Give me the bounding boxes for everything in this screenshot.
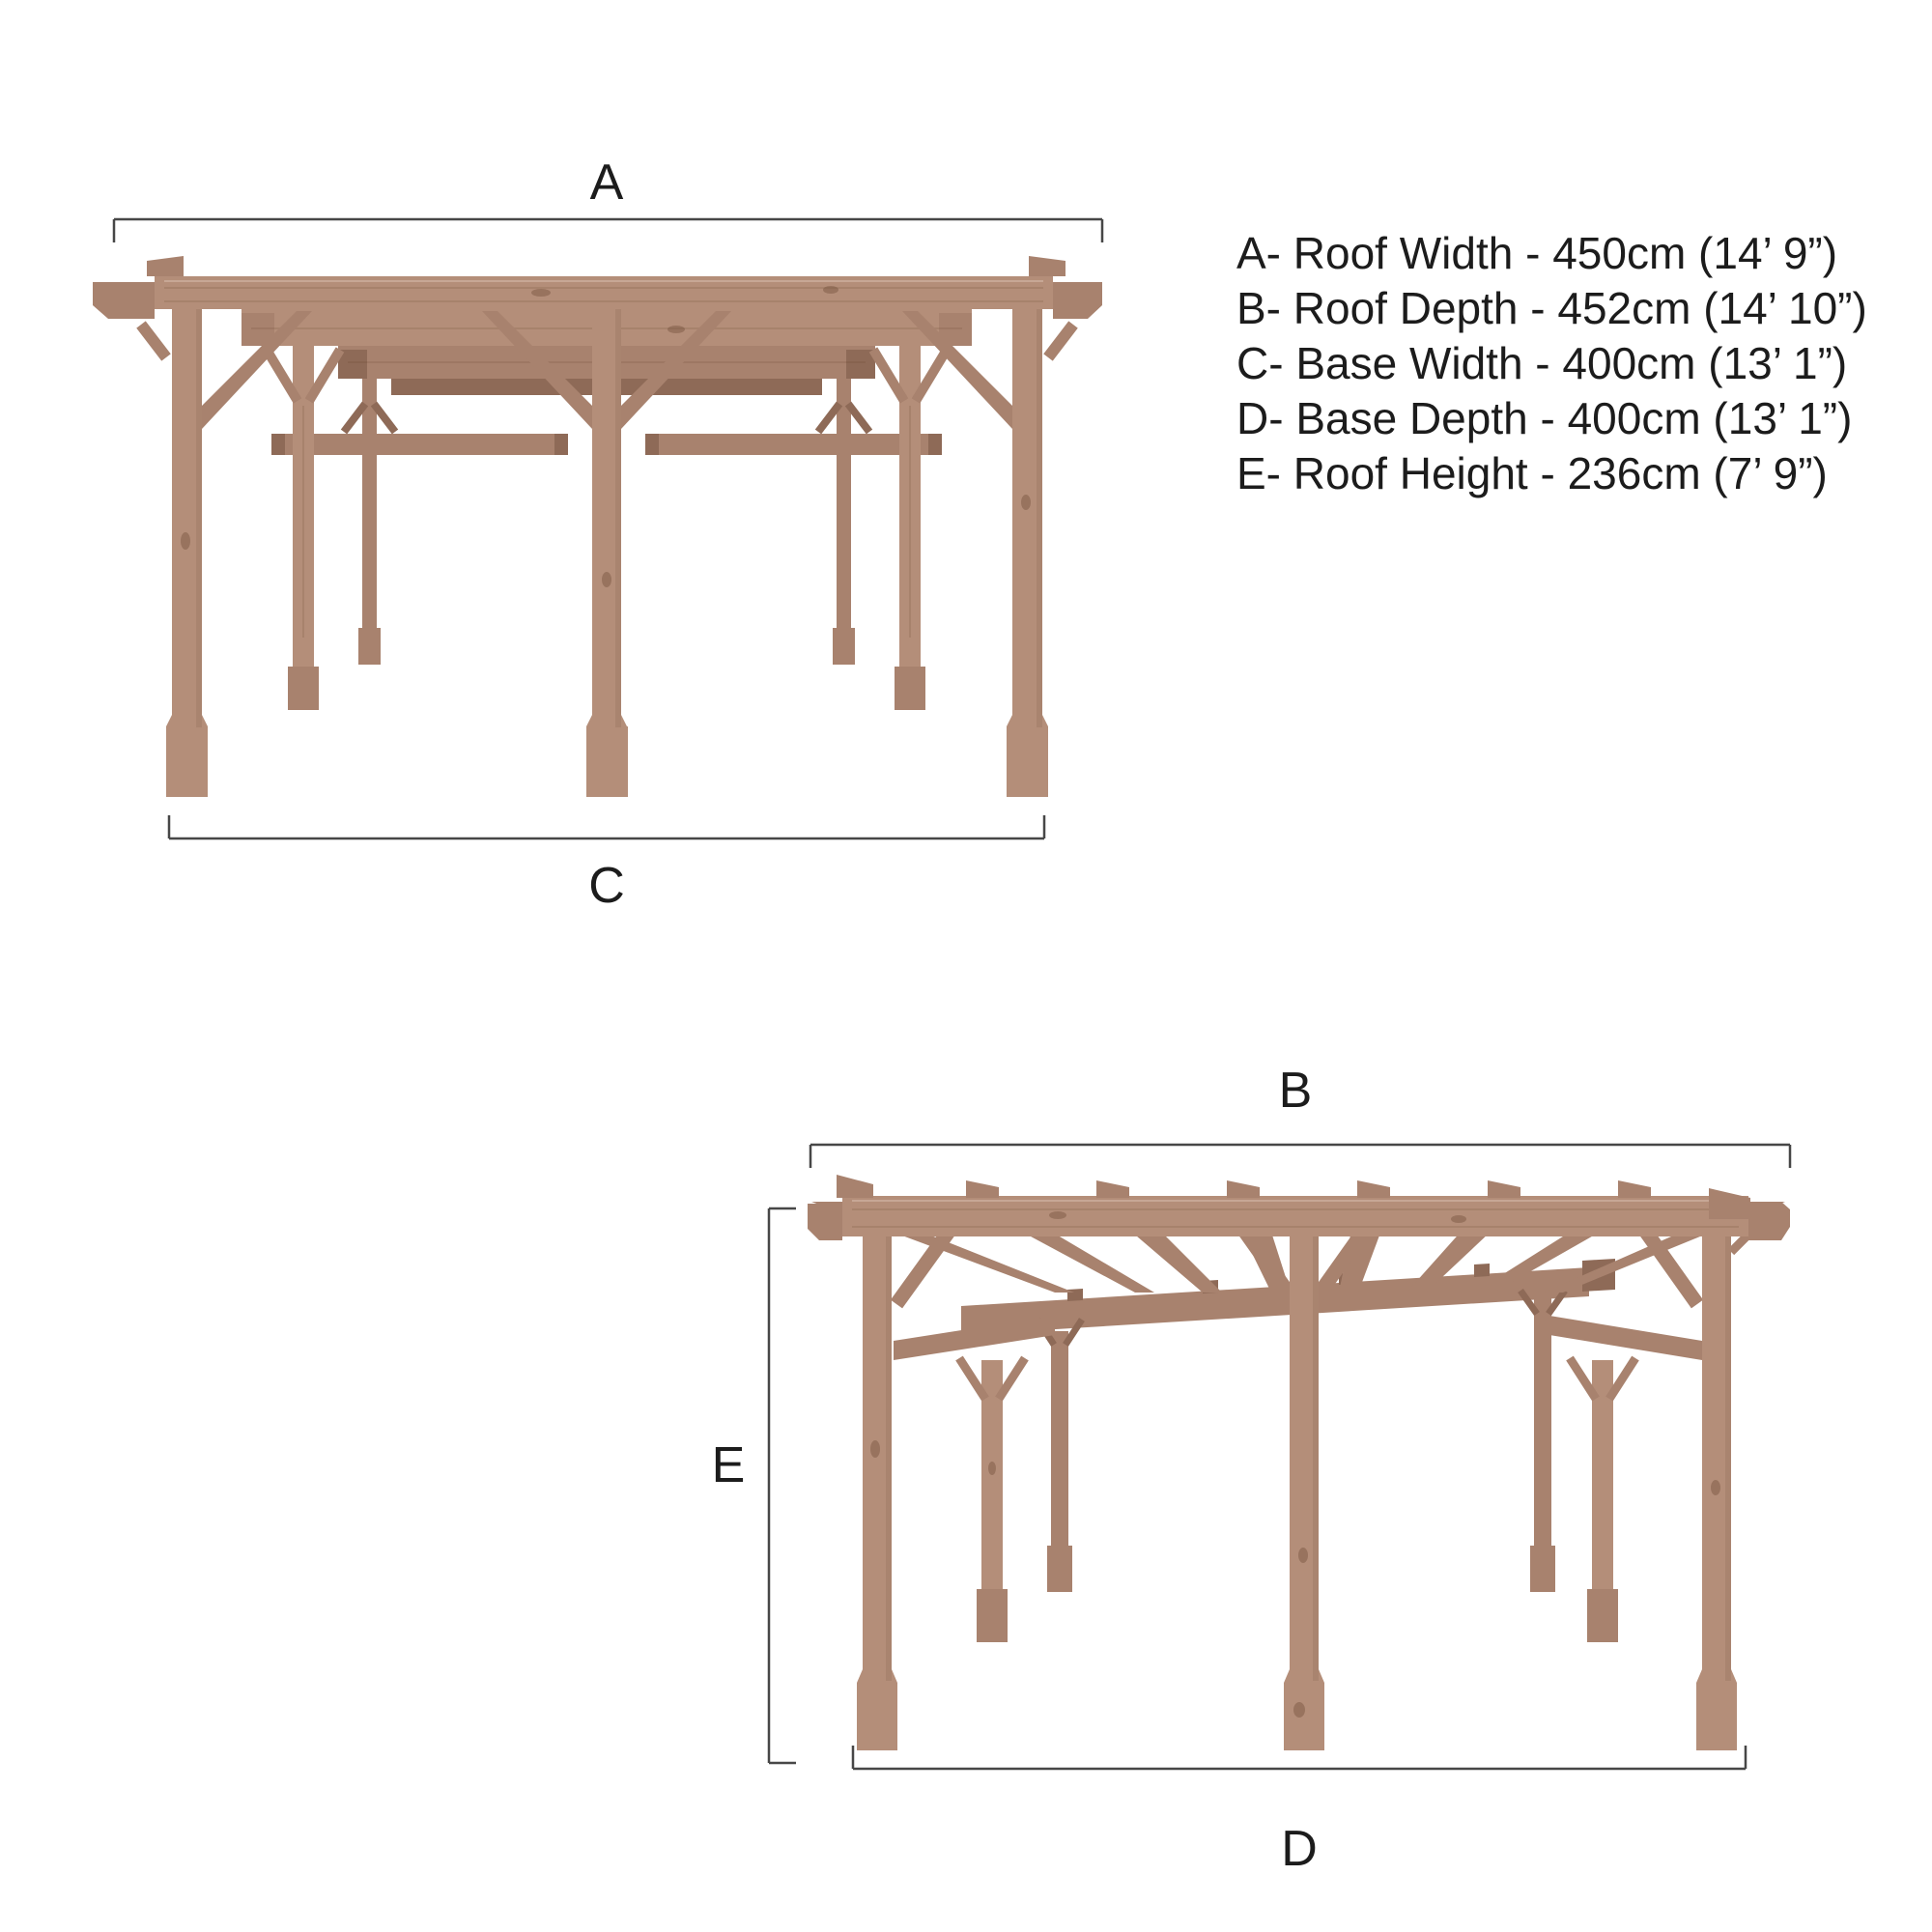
side-near-posts bbox=[857, 1236, 1737, 1750]
dimension-base-depth: D bbox=[851, 1746, 1747, 1877]
front-view-drawing: A C bbox=[93, 155, 1104, 914]
dim-label-b: B bbox=[1279, 1063, 1313, 1119]
dimension-legend: A- Roof Width - 450cm (14’ 9”) B- Roof D… bbox=[1236, 226, 1867, 501]
side-middle-posts bbox=[955, 1355, 1639, 1642]
dimension-roof-depth: B bbox=[809, 1063, 1792, 1168]
front-middle-posts bbox=[262, 346, 952, 710]
front-right-purlin-end bbox=[1029, 256, 1065, 276]
legend-roof-width: A- Roof Width - 450cm (14’ 9”) bbox=[1236, 228, 1838, 278]
front-left-lower-rail bbox=[271, 434, 568, 455]
legend-roof-depth: B- Roof Depth - 452cm (14’ 10”) bbox=[1236, 283, 1867, 333]
side-main-beam bbox=[808, 1175, 1790, 1240]
dimension-roof-height: E bbox=[712, 1207, 796, 1765]
front-main-beam bbox=[93, 256, 1102, 319]
legend-base-width: C- Base Width - 400cm (13’ 1”) bbox=[1236, 338, 1848, 388]
dim-label-c: C bbox=[588, 858, 625, 914]
side-rafter-tail-corner-right bbox=[1709, 1188, 1750, 1219]
side-beam-right-cap bbox=[1748, 1202, 1790, 1240]
side-view-drawing: B E D bbox=[712, 1063, 1792, 1877]
dimension-roof-width: A bbox=[112, 155, 1104, 242]
legend-base-depth: D- Base Depth - 400cm (13’ 1”) bbox=[1236, 393, 1853, 443]
front-main-posts bbox=[136, 309, 1078, 797]
front-beam-left-cap bbox=[93, 282, 155, 319]
front-right-lower-rail bbox=[645, 434, 942, 455]
dim-label-a: A bbox=[590, 155, 624, 211]
side-left-rail bbox=[894, 1316, 1055, 1360]
front-beam-right-cap bbox=[1053, 282, 1102, 319]
side-beam-left-cap bbox=[808, 1204, 842, 1240]
front-left-purlin-end bbox=[147, 256, 184, 276]
legend-roof-height: E- Roof Height - 236cm (7’ 9”) bbox=[1236, 448, 1828, 498]
front-back-posts bbox=[340, 379, 873, 665]
side-right-rail bbox=[1549, 1316, 1702, 1360]
dimension-base-width: C bbox=[167, 815, 1046, 914]
side-rafter-tail-corner-left bbox=[837, 1175, 873, 1198]
dim-label-e: E bbox=[712, 1437, 746, 1493]
dim-label-d: D bbox=[1281, 1821, 1318, 1877]
side-far-posts bbox=[1035, 1288, 1568, 1592]
